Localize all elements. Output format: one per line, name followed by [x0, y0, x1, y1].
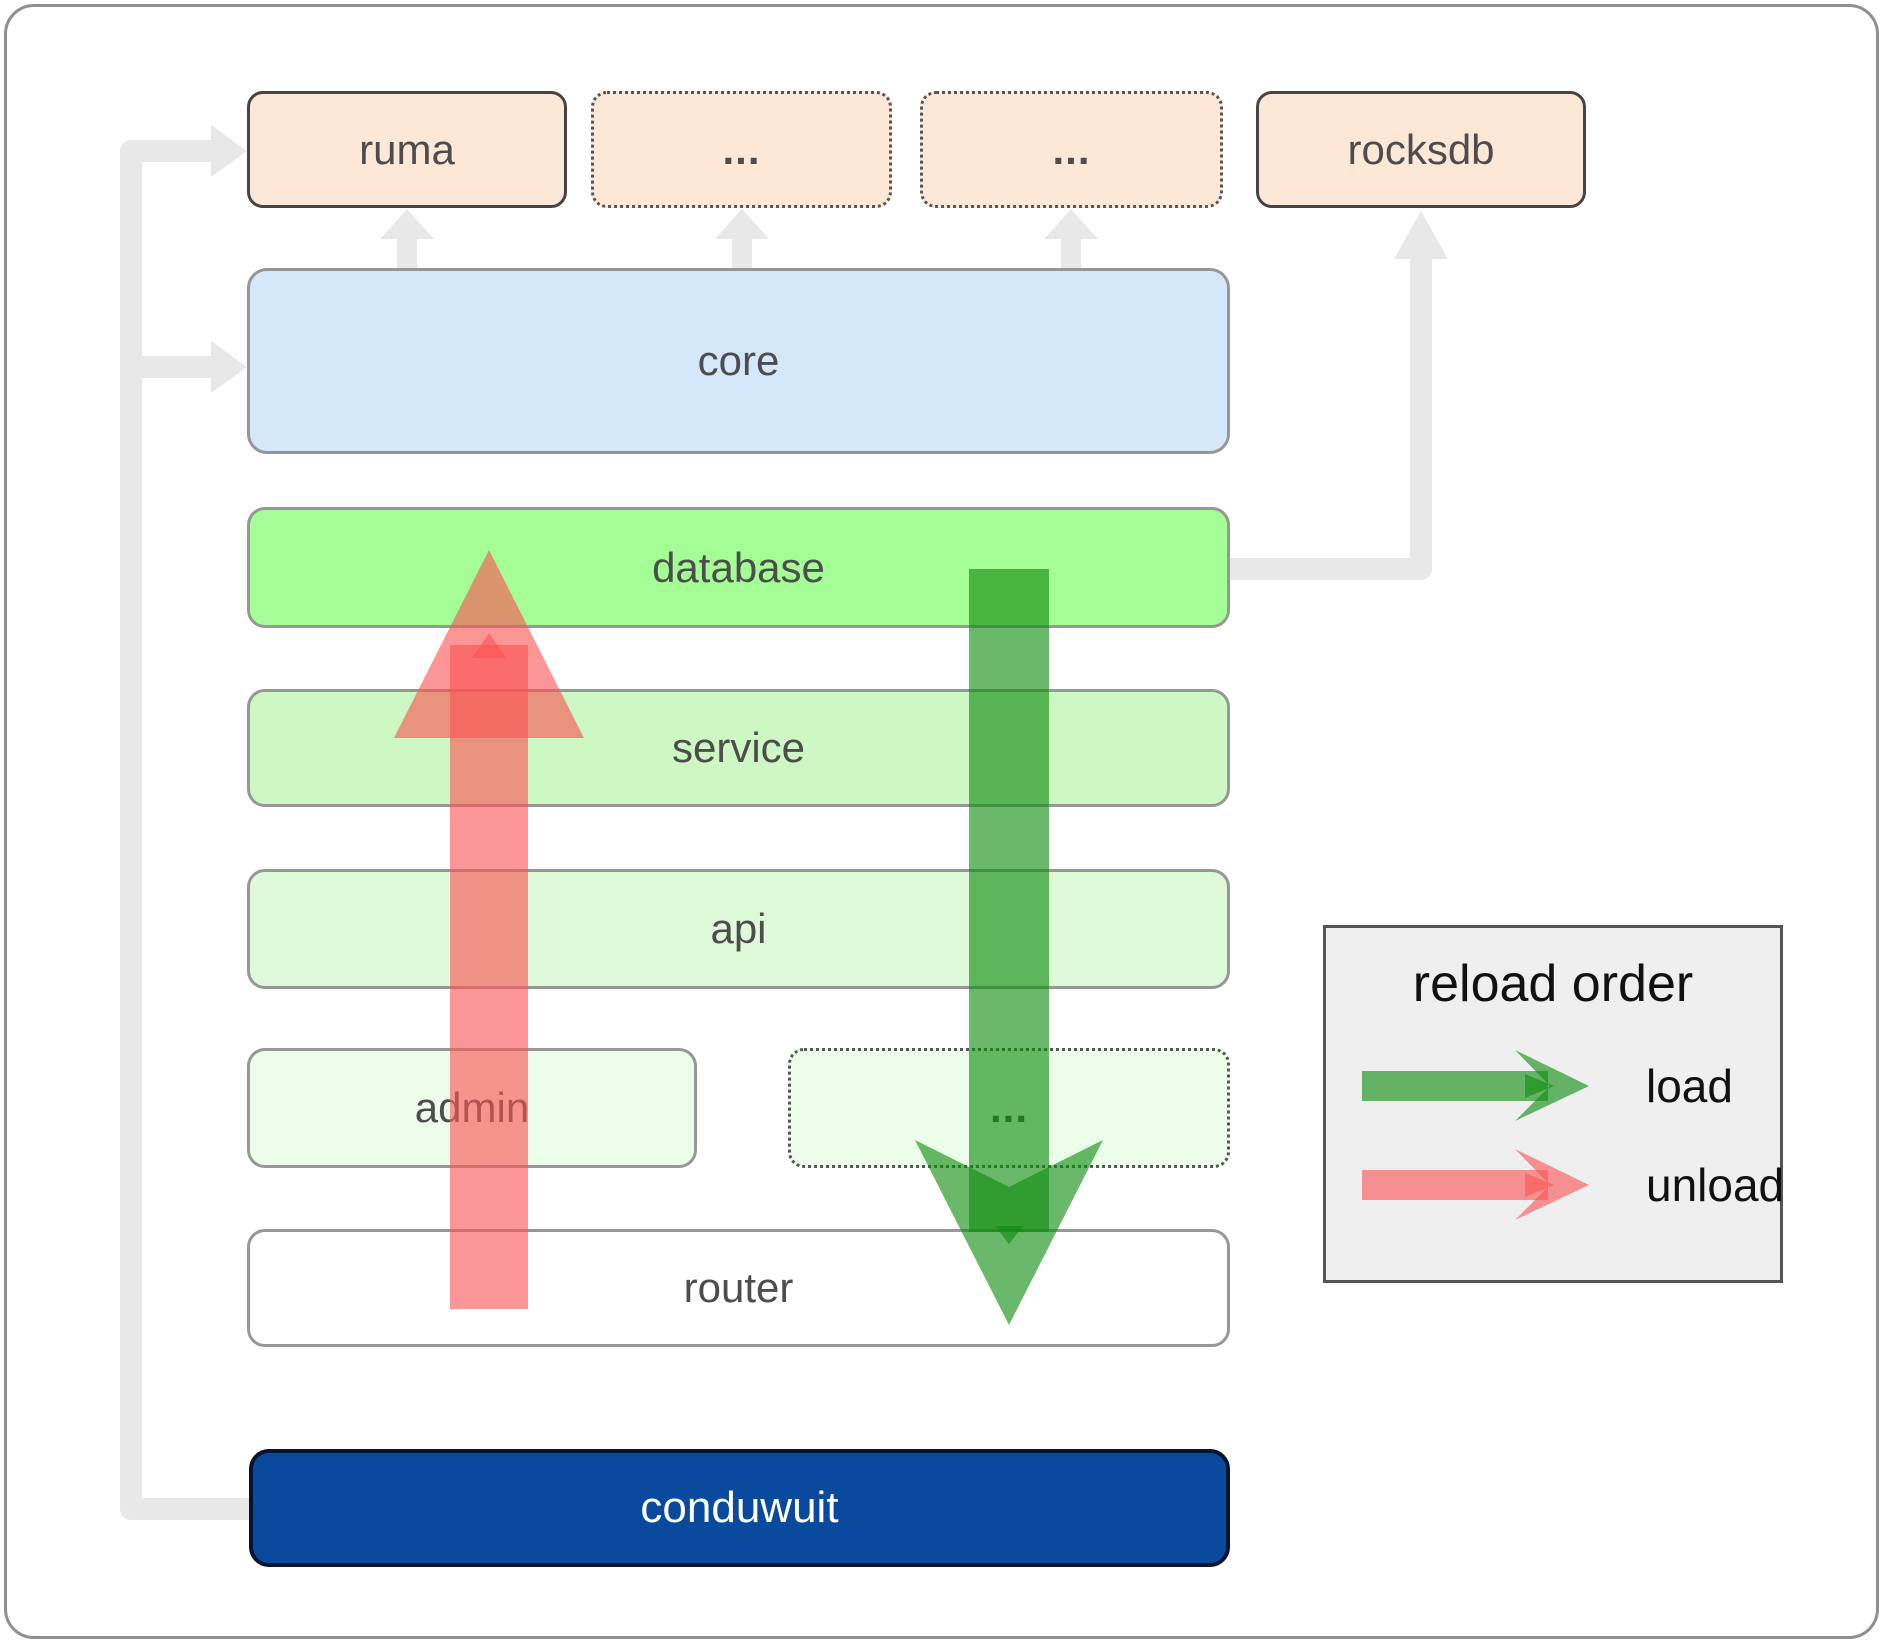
up-arrowhead-icon [1044, 209, 1098, 239]
up-arrowhead-icon [380, 209, 434, 239]
box-core: core [247, 268, 1230, 454]
box-ruma: ruma [247, 91, 567, 208]
box-database: database [247, 507, 1230, 628]
unload-arrow-notch [1525, 1173, 1554, 1197]
connector-conduwuit-to-left-column [120, 125, 249, 1520]
load-arrow-notch [1525, 1074, 1554, 1098]
core-up-shaft-1 [397, 237, 417, 269]
flow-arrows-layer [394, 550, 1103, 1325]
box-admin-label: admin [414, 1084, 530, 1131]
unload-arrow-icon [1362, 1149, 1589, 1220]
box-ellipsis-top-1-label: ... [722, 125, 761, 173]
architecture-diagram: ruma ... ... rocksdb core database servi… [4, 4, 1879, 1639]
arrowhead-into-rocksdb-icon [1394, 211, 1448, 259]
legend-unload-label: unload [1646, 1159, 1785, 1211]
box-rocksdb-label: rocksdb [1347, 125, 1495, 173]
box-router: router [247, 1229, 1230, 1347]
box-core-label: core [697, 337, 780, 384]
legend-item-load: load [1362, 1050, 1733, 1122]
box-database-label: database [652, 543, 825, 591]
connector-core-to-dots2 [1044, 209, 1098, 269]
connector-rocksdb-polyline [1230, 257, 1432, 580]
box-ellipsis-top-2-label: ... [1052, 125, 1091, 173]
up-arrowhead-icon [715, 209, 769, 239]
box-router-label: router [683, 1264, 794, 1311]
arrowhead-into-ruma-icon [211, 125, 247, 177]
gray-connectors-layer [120, 125, 1448, 1520]
box-service: service [247, 689, 1230, 807]
load-arrow-icon [1362, 1050, 1589, 1121]
connector-core-to-dots1 [715, 209, 769, 269]
core-up-shaft-2 [732, 237, 752, 269]
box-ellipsis-admin-row: ... [788, 1048, 1230, 1168]
legend-reload-order: reload order load unload [1323, 925, 1784, 1283]
connector-core-to-ruma [380, 209, 434, 269]
box-rocksdb: rocksdb [1256, 91, 1586, 208]
unload-up-notch [472, 633, 506, 658]
box-conduwuit: conduwuit [249, 1449, 1230, 1567]
box-ellipsis-top-2: ... [920, 91, 1223, 208]
legend-title: reload order [1412, 955, 1694, 1013]
box-api-label: api [710, 905, 767, 952]
load-arrow-shaft [1362, 1071, 1548, 1101]
legend-item-unload: unload [1362, 1149, 1784, 1221]
arrowhead-into-core-icon [211, 341, 247, 393]
unload-arrow-shaft [1362, 1170, 1548, 1200]
box-service-label: service [671, 724, 806, 771]
core-up-shaft-3 [1061, 237, 1081, 269]
box-api: api [247, 869, 1230, 989]
box-ellipsis-top-1: ... [591, 91, 892, 208]
connector-left-polyline [120, 140, 249, 1520]
box-ruma-label: ruma [359, 125, 455, 173]
box-admin: admin [247, 1048, 697, 1168]
legend-load-label: load [1646, 1060, 1733, 1112]
box-ellipsis-admin-row-label: ... [989, 1084, 1028, 1131]
connector-database-to-rocksdb [1230, 211, 1448, 580]
box-conduwuit-label: conduwuit [640, 1483, 839, 1532]
